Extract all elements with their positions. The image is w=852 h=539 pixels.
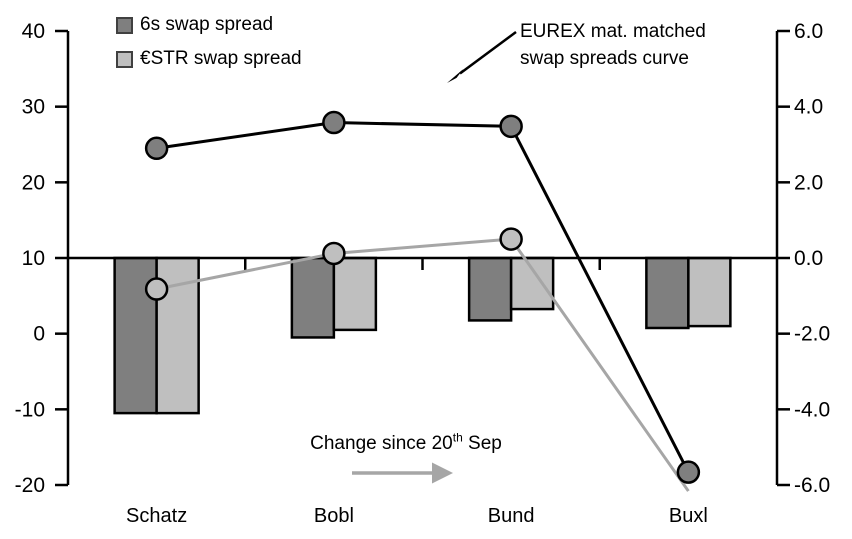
marker-6s-bund [499, 114, 523, 139]
left-axis-tick-label: -10 [15, 398, 45, 421]
marker-6s-schatz [144, 136, 169, 161]
x-axis-label-buxl: Buxl [669, 505, 708, 527]
right-axis-tick-label: -2.0 [794, 323, 830, 346]
bar-estr-bund [509, 256, 555, 311]
bar-6s-buxl [645, 256, 690, 330]
bar-estr-bobl [332, 256, 378, 332]
left-axis-tick-label: 20 [22, 171, 45, 194]
left-axis-tick-label: 40 [22, 20, 45, 43]
curve-annotation-line1: EUREX mat. matched [520, 21, 706, 42]
right-axis-tick-label: -4.0 [794, 398, 830, 421]
marker-6s-buxl [676, 460, 701, 484]
change-annotation-sup: th [452, 430, 463, 445]
legend-item-6s: 6s swap spread [116, 8, 302, 42]
line-estr [156, 237, 690, 492]
right-axis-tick-label: -6.0 [794, 474, 830, 497]
x-axis-label-bund: Bund [488, 505, 535, 527]
legend-label-estr: €STR swap spread [140, 48, 302, 69]
chart-legend: 6s swap spread €STR swap spread [116, 8, 302, 76]
legend-swatch-dark-icon [116, 16, 133, 34]
right-axis-tick-label: 0.0 [794, 247, 823, 270]
right-axis-tick-label: 2.0 [794, 171, 823, 194]
legend-label-6s: 6s swap spread [140, 14, 274, 35]
right-axis-tick-label: 4.0 [794, 96, 823, 119]
marker-estr-bund [499, 227, 523, 251]
x-axis-label-bobl: Bobl [314, 505, 354, 527]
marker-estr-schatz [144, 277, 169, 301]
left-axis-tick-label: 30 [22, 96, 45, 119]
curve-annotation: EUREX mat. matched swap spreads curve [520, 18, 706, 72]
change-annotation: Change since 20th Sep [286, 430, 526, 455]
x-axis-label-schatz: Schatz [126, 505, 187, 527]
bar-estr-buxl [687, 256, 732, 328]
marker-6s-bobl [322, 110, 346, 135]
change-annotation-prefix: Change since 20 [310, 433, 453, 454]
marker-estr-bobl [322, 241, 346, 266]
left-axis-tick-label: 0 [33, 323, 45, 346]
left-axis-tick-label: -20 [15, 474, 45, 497]
bar-6s-bund [467, 256, 513, 322]
legend-item-estr: €STR swap spread [116, 42, 302, 76]
change-annotation-suffix: Sep [462, 433, 502, 454]
bar-6s-bobl [290, 256, 336, 339]
legend-swatch-light-icon [116, 50, 133, 68]
curve-annotation-line2: swap spreads curve [520, 48, 689, 69]
left-axis-tick-label: 10 [22, 247, 45, 270]
right-axis-tick-label: 6.0 [794, 20, 823, 43]
line-6s [156, 121, 690, 473]
